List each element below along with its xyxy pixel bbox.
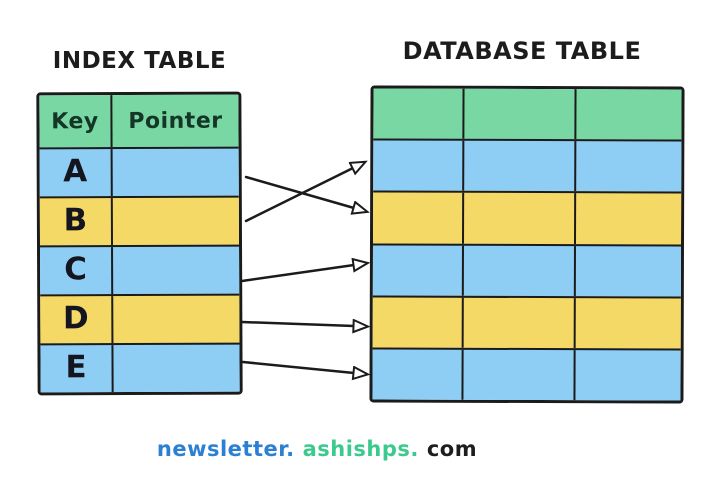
index-key-d: D [62,300,89,337]
index-key-b: B [63,202,88,239]
db-row-3 [372,242,682,297]
index-row-b: B [39,195,240,246]
db-cell [372,349,461,399]
footer-segment: com [426,437,478,461]
db-cell [373,297,462,347]
index-row-d: D [40,293,240,344]
index-row-a: A [39,146,239,197]
db-cell [573,297,681,349]
db-cell [461,245,574,296]
db-row-2 [373,190,682,245]
index-row-c: C [40,244,240,295]
index-row-e: E [40,342,240,393]
index-key-cell-c: C [40,247,111,294]
db-cell [373,88,462,138]
db-row-1 [373,138,682,192]
mapping-arrow-e-to-row5 [241,360,354,373]
db-cell [462,193,575,244]
db-cell [373,193,462,243]
db-cell [574,89,682,140]
database-table-title: DATABASE TABLE [402,37,642,65]
index-pointer-cell-e [111,344,240,393]
db-cell [461,297,574,349]
index-table-header-row: Key Pointer [39,94,239,148]
index-key-cell-a: A [40,149,111,196]
index-header-pointer-label: Pointer [128,108,223,134]
db-row-header [373,88,682,140]
mapping-arrow-d-to-row4 [240,322,354,326]
index-header-key-cell: Key [39,95,110,147]
db-cell [573,350,681,401]
db-cell [373,245,462,295]
db-row-4 [372,295,681,349]
db-cell [373,141,462,191]
index-key-cell-d: D [40,296,111,343]
index-table-title: INDEX TABLE [52,48,227,74]
database-table [369,85,685,404]
db-row-5 [372,347,681,401]
mapping-arrow-a-to-row2 [244,175,354,208]
footer-segment: ashishps. [302,437,419,461]
index-header-key-label: Key [51,108,99,134]
index-pointer-cell-b [110,197,240,246]
index-pointer-cell-d [111,295,240,344]
mapping-arrow-c-to-row3 [240,265,354,283]
db-cell [462,140,575,192]
index-pointer-cell-a [110,148,239,197]
index-pointer-cell-c [111,246,240,295]
index-key-c: C [64,251,88,288]
mapping-arrow-b-to-row1 [244,168,353,223]
db-cell [462,88,575,140]
db-cell [573,245,681,297]
index-table: Key Pointer A B C D [36,91,243,396]
index-header-pointer-cell: Pointer [110,94,239,148]
db-cell [574,141,682,192]
footer-watermark: newsletter. ashishps. com [0,437,634,461]
db-cell [574,193,682,245]
db-cell [461,349,574,401]
index-key-a: A [63,153,88,190]
index-key-cell-e: E [40,345,111,392]
footer-segment: newsletter. [156,437,295,461]
index-key-e: E [65,349,87,386]
index-key-cell-b: B [40,198,111,245]
